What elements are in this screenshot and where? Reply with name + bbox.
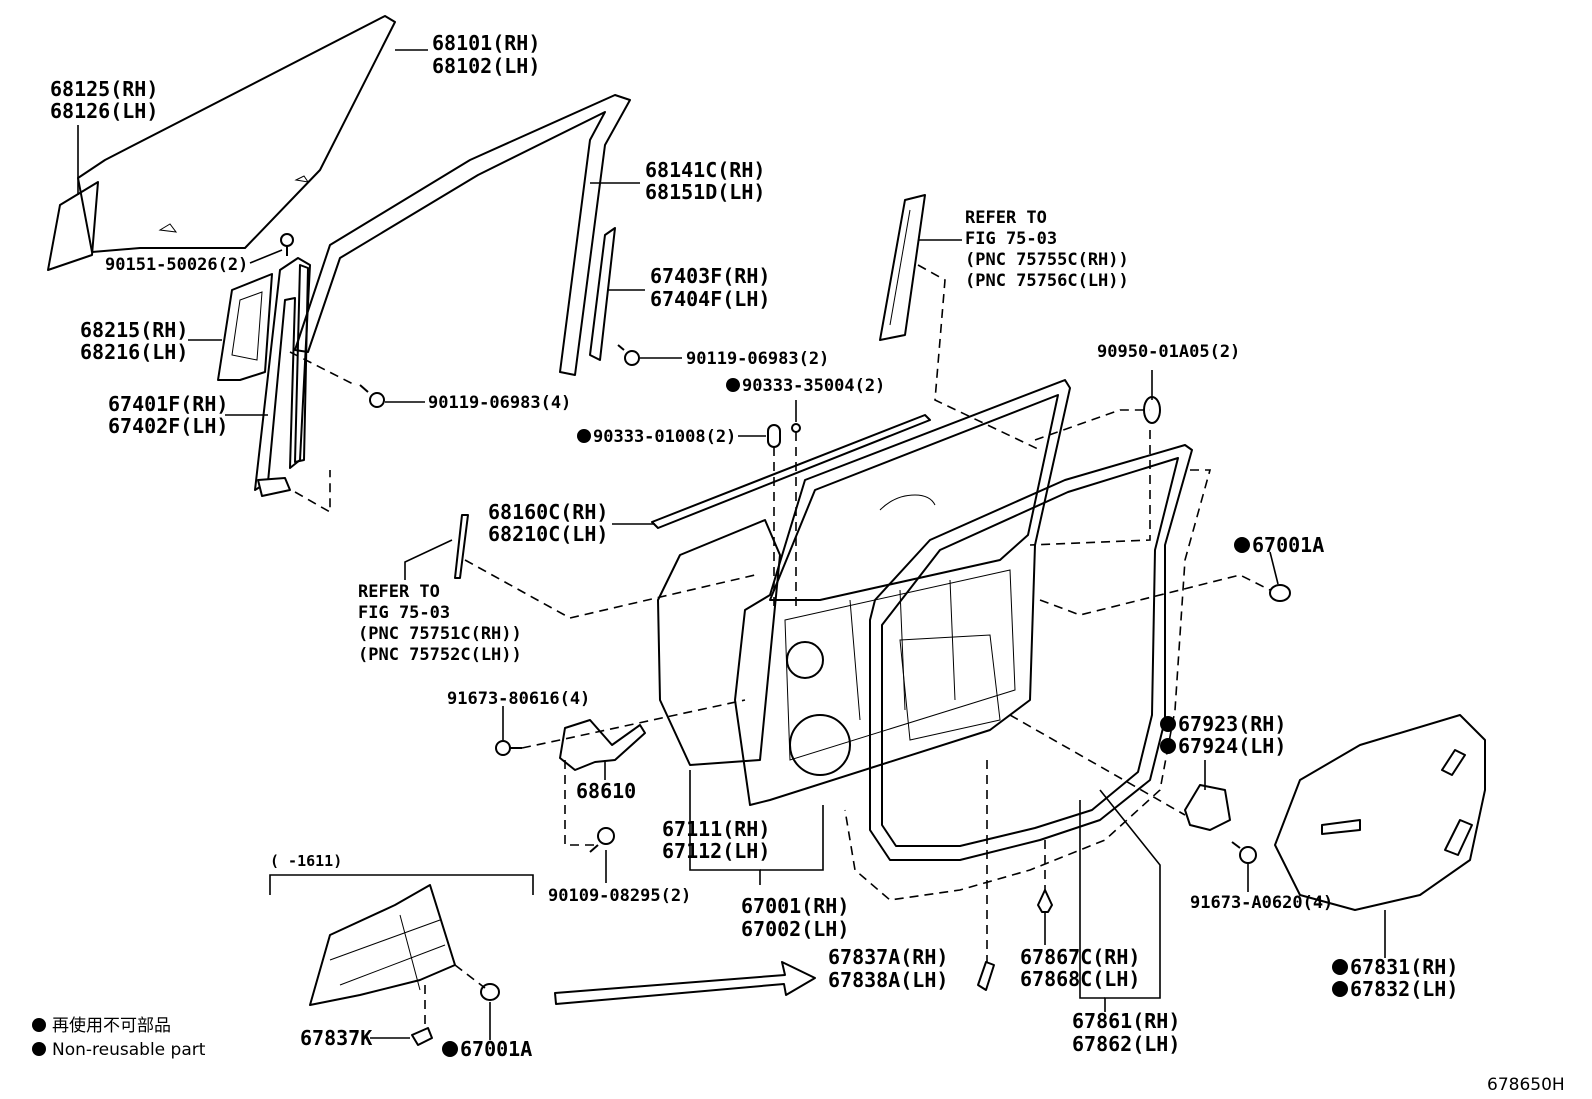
pillar-garnish [454, 514, 469, 579]
belt-molding [651, 414, 931, 529]
body-opening-outline [844, 469, 1212, 901]
bolt-icon [359, 384, 385, 408]
label-90151: 90151-50026(2) [105, 255, 248, 275]
door-outer-panel [657, 519, 781, 766]
label-91673-80616: 91673-80616(4) [447, 689, 590, 709]
door-glass [77, 15, 396, 253]
non-reusable-mark [1332, 959, 1348, 975]
label-67831: 67831(RH) [1350, 955, 1458, 979]
figure-id: 678650H [1487, 1075, 1565, 1095]
door-shell [734, 379, 1071, 806]
door-check [559, 719, 646, 771]
label-67862: 67862(LH) [1072, 1032, 1180, 1056]
inset-detail [309, 884, 500, 1046]
label-67838a: 67838A(LH) [828, 968, 948, 992]
clip-icon [977, 961, 995, 991]
label-68216: 68216(LH) [80, 340, 188, 364]
label-67111: 67111(RH) [662, 817, 770, 841]
bolt-icon [495, 740, 522, 756]
label-67837a: 67837A(RH) [828, 945, 948, 969]
front-lower-frame [254, 257, 311, 497]
label-68215: 68215(RH) [80, 318, 188, 342]
refer-note-1-line2: FIG 75-03 [965, 229, 1057, 249]
non-reusable-mark [726, 378, 740, 392]
legend-en: Non-reusable part [52, 1040, 206, 1060]
door-frame-garnish [879, 194, 926, 341]
label-90950: 90950-01A05(2) [1097, 342, 1240, 362]
label-68151d: 68151D(LH) [645, 180, 765, 204]
label-90119-2: 90119-06983(2) [686, 349, 829, 369]
label-68610: 68610 [576, 779, 636, 803]
refer-note-2-line3: (PNC 75751C(RH)) [358, 624, 522, 644]
label-67112: 67112(LH) [662, 839, 770, 863]
legend-bullet [32, 1018, 46, 1032]
non-reusable-mark [577, 429, 591, 443]
label-67402f: 67402F(LH) [108, 414, 228, 438]
refer-note-1-line3: (PNC 75755C(RH)) [965, 250, 1129, 270]
legend-jp: 再使用不可部品 [52, 1015, 171, 1036]
non-reusable-mark [1332, 981, 1348, 997]
label-68126: 68126(LH) [50, 99, 158, 123]
label-67868c: 67868C(LH) [1020, 967, 1140, 991]
label-67404f: 67404F(LH) [650, 287, 770, 311]
service-hole-cover [1274, 714, 1486, 911]
label-67832: 67832(LH) [1350, 977, 1458, 1001]
door-lock [1184, 784, 1231, 831]
label-67002: 67002(LH) [741, 917, 849, 941]
label-90333-01008: 90333-01008(2) [593, 427, 736, 447]
label-1611: ( -1611) [270, 852, 342, 870]
label-68125: 68125(RH) [50, 77, 158, 101]
glass-small-piece [47, 181, 99, 271]
non-reusable-mark [1160, 738, 1176, 754]
inset-frame [269, 874, 534, 895]
non-reusable-mark [1234, 537, 1250, 553]
label-67403f: 67403F(RH) [650, 264, 770, 288]
refer-note-1-line1: REFER TO [965, 208, 1047, 228]
label-68210c: 68210C(LH) [488, 522, 608, 546]
arrow-icon [554, 961, 816, 1005]
label-67924: 67924(LH) [1178, 734, 1286, 758]
label-91673-a0620: 91673-A0620(4) [1190, 893, 1333, 913]
legend-bullet [32, 1042, 46, 1056]
bolt-icon [617, 344, 640, 366]
label-67861: 67861(RH) [1072, 1009, 1180, 1033]
non-reusable-mark [442, 1041, 458, 1057]
label-68101: 68101(RH) [432, 31, 540, 55]
window-bracket [217, 273, 273, 381]
label-68141c: 68141C(RH) [645, 158, 765, 182]
label-68102: 68102(LH) [432, 54, 540, 78]
label-67837k: 67837K [300, 1026, 372, 1050]
label-90333-35004: 90333-35004(2) [742, 376, 885, 396]
bolt-icon [1231, 841, 1257, 864]
label-67001a-inset: 67001A [460, 1037, 532, 1061]
label-67001: 67001(RH) [741, 894, 849, 918]
glass-run-channel [294, 94, 631, 376]
label-67401f: 67401F(RH) [108, 392, 228, 416]
label-90119-4: 90119-06983(4) [428, 393, 571, 413]
plug-icon [1269, 584, 1291, 602]
label-67923: 67923(RH) [1178, 712, 1286, 736]
clip-icon [1037, 889, 1053, 913]
refer-note-2-line4: (PNC 75752C(LH)) [358, 645, 522, 665]
refer-note-1-line4: (PNC 75756C(LH)) [965, 271, 1129, 291]
rear-lower-frame [589, 227, 616, 361]
screw-icon [280, 233, 294, 256]
refer-note-2-line2: FIG 75-03 [358, 603, 450, 623]
non-reusable-mark [1160, 716, 1176, 732]
label-67001a: 67001A [1252, 533, 1324, 557]
grommet-icon [1143, 396, 1161, 424]
label-68160c: 68160C(RH) [488, 500, 608, 524]
bolt-icon [589, 827, 615, 853]
label-67867c: 67867C(RH) [1020, 945, 1140, 969]
label-90109: 90109-08295(2) [548, 886, 691, 906]
refer-note-2-line1: REFER TO [358, 582, 440, 602]
